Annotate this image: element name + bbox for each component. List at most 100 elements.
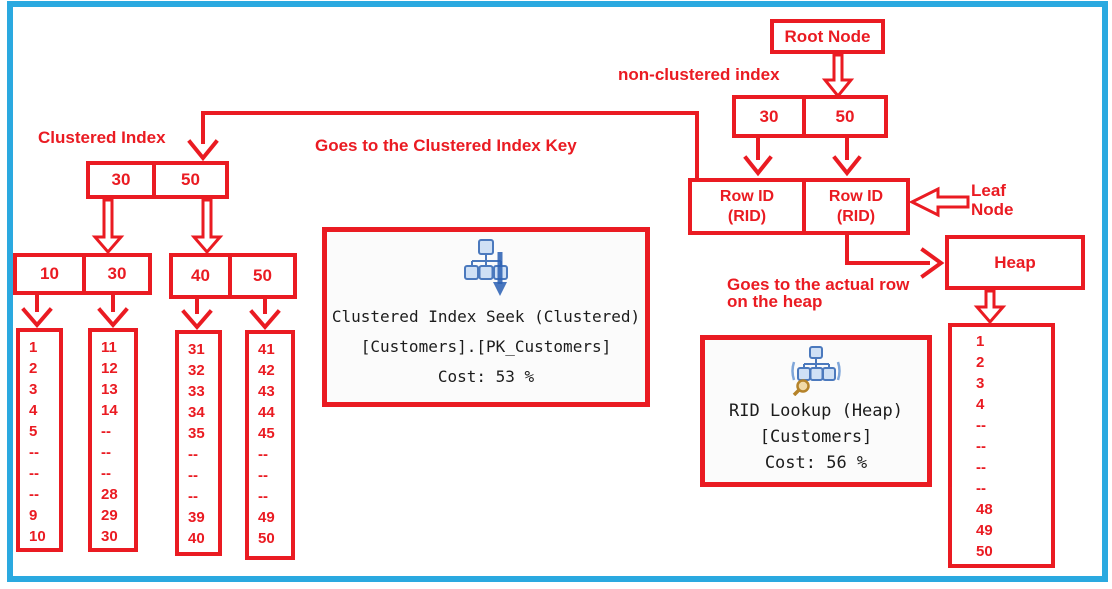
page-row-value: 1 — [976, 333, 985, 350]
page-row-value: 34 — [188, 404, 205, 421]
page-row-value: 49 — [976, 522, 993, 539]
goes-to-clustered-key-label: Goes to the Clustered Index Key — [315, 136, 577, 155]
clustered-root-page: 30 50 — [86, 161, 229, 199]
page-row-value: 13 — [101, 381, 118, 398]
goes-to-heap-label-line1: Goes to the actual row — [727, 275, 910, 294]
rowid-right-line2: (RID) — [836, 207, 876, 225]
nonclustered-root-cell-30: 30 — [759, 106, 779, 126]
page-row-value: 35 — [188, 425, 205, 442]
page-row-value: 1 — [29, 339, 38, 356]
page-row-value: 41 — [258, 341, 275, 358]
clustered-level2-right-page: 40 50 — [169, 253, 297, 299]
arrow-leafnode-pointer — [908, 186, 970, 218]
clustered-root-cell-50: 50 — [152, 165, 225, 195]
page-row-value: 45 — [258, 425, 275, 442]
clustered-level2-left-page: 10 30 — [13, 253, 152, 295]
page-row-value: 2 — [976, 354, 985, 371]
heap-box: Heap — [945, 235, 1085, 290]
page-row-value: -- — [976, 480, 986, 497]
page-row-value: -- — [258, 446, 268, 463]
page-row-value: 4 — [29, 402, 38, 419]
page-row-value: 39 — [188, 509, 205, 526]
seek-object: [Customers].[PK_Customers] — [360, 337, 612, 356]
seek-cost: Cost: 53 % — [437, 367, 535, 386]
rowid-left-line2: (RID) — [727, 207, 767, 225]
page-row-value: -- — [258, 467, 268, 484]
rid-lookup-icon — [791, 346, 841, 396]
non-clustered-index-label: non-clustered index — [618, 65, 780, 84]
page-row-value: -- — [29, 486, 39, 503]
page-row-value: 29 — [101, 507, 118, 524]
lookup-cost: Cost: 56 % — [764, 453, 868, 473]
clustered-index-seek-icon — [464, 239, 508, 296]
lookup-title: RID Lookup (Heap) — [729, 401, 903, 421]
page-row-value: 31 — [188, 341, 205, 358]
arrow-page3 — [181, 298, 213, 331]
arrow-page4 — [249, 298, 281, 331]
nonclustered-root-page: 30 50 — [732, 95, 888, 138]
seek-title: Clustered Index Seek (Clustered) — [331, 307, 641, 326]
page-row-value: 10 — [29, 528, 46, 545]
lookup-object: [Customers] — [759, 427, 873, 447]
clustered-level2-cell-10: 10 — [40, 264, 59, 283]
page-row-value: 14 — [101, 402, 118, 419]
page-row-value: -- — [29, 465, 39, 482]
arrow-clustered-30-down — [91, 198, 125, 255]
goes-to-heap-label-line2: on the heap — [727, 292, 823, 311]
page-row-value: -- — [29, 444, 39, 461]
arrow-heap-down — [973, 289, 1007, 325]
page-row-value: 5 — [29, 423, 38, 440]
page-row-value: -- — [101, 423, 111, 440]
arrow-page2 — [97, 295, 129, 329]
page-row-value: 44 — [258, 404, 275, 421]
page-row-value: 42 — [258, 362, 275, 379]
clustered-level2-cell-50: 50 — [228, 257, 293, 295]
rowid-left-line1: Row ID — [719, 187, 775, 205]
page-row-value: 50 — [976, 543, 993, 560]
page-row-value: 33 — [188, 383, 205, 400]
page-row-value: -- — [188, 467, 198, 484]
leaf-node-label: Leaf Node — [971, 181, 1014, 219]
leaf-node-label-line2: Node — [971, 200, 1014, 219]
page-row-value: 40 — [188, 530, 205, 547]
page-row-value: -- — [188, 446, 198, 463]
root-node-box: Root Node — [770, 19, 885, 54]
arrow-nc-50-down — [832, 137, 862, 177]
page-row-value: 2 — [29, 360, 38, 377]
page-row-value: 43 — [258, 383, 275, 400]
arrow-rootnode-down — [821, 53, 855, 99]
page-row-value: 3 — [976, 375, 985, 392]
page-row-value: 49 — [258, 509, 275, 526]
arrow-rid-to-heap — [845, 234, 945, 279]
page-row-value: -- — [188, 488, 198, 505]
rowid-cell-left: Row ID (RID) — [692, 182, 802, 231]
arrow-rid-to-clustered-key — [187, 111, 699, 181]
rowid-cell-right: Row ID (RID) — [802, 182, 906, 231]
page-row-value: 4 — [976, 396, 985, 413]
clustered-index-seek-operator: Clustered Index Seek (Clustered) [Custom… — [322, 227, 650, 407]
page-row-value: -- — [976, 417, 986, 434]
clustered-root-cell-30: 30 — [111, 170, 131, 189]
page-row-value: -- — [101, 465, 111, 482]
page-row-value: 9 — [29, 507, 38, 524]
rowid-right-line1: Row ID — [828, 187, 884, 205]
nonclustered-root-cell-50: 50 — [802, 99, 884, 134]
page-row-value: 28 — [101, 486, 118, 503]
clustered-level2-cell-30: 30 — [82, 257, 148, 291]
page-row-value: -- — [258, 488, 268, 505]
page-row-value: 11 — [101, 339, 117, 356]
page-row-value: -- — [976, 438, 986, 455]
page-row-value: 12 — [101, 360, 118, 377]
arrow-page1 — [21, 295, 53, 329]
rid-lookup-operator: RID Lookup (Heap) [Customers] Cost: 56 % — [700, 335, 932, 487]
rowid-leaf-pages: Row ID (RID) Row ID (RID) — [688, 178, 910, 235]
arrow-clustered-50-down — [190, 198, 224, 255]
page-row-value: -- — [101, 444, 111, 461]
